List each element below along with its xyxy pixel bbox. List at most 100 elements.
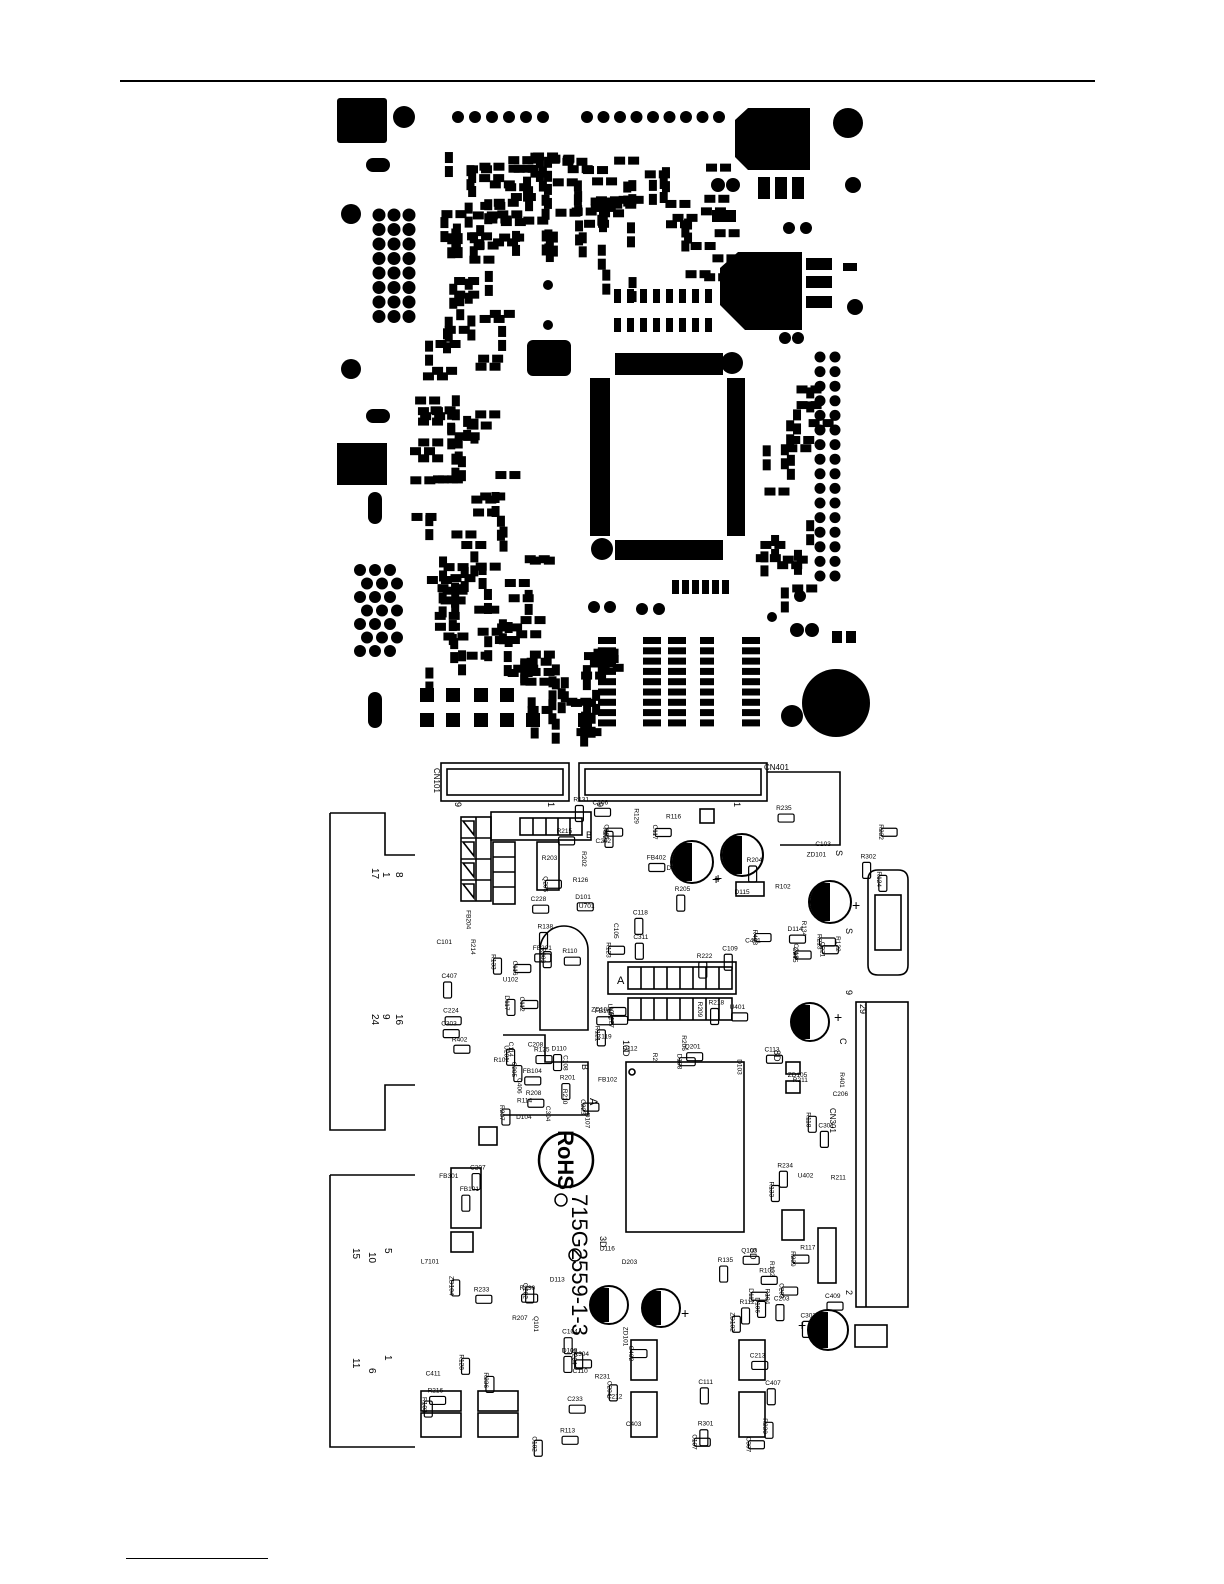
smd-pad (544, 156, 553, 168)
smd-outline (542, 951, 552, 969)
reference-designator: C103 (815, 841, 831, 848)
pad (742, 657, 760, 665)
smd-pad (808, 419, 820, 428)
footer-rule (126, 1558, 268, 1559)
smd-pad (469, 255, 481, 264)
reference-designator: R402 (452, 1036, 468, 1043)
reference-designator: C212 (607, 1394, 623, 1401)
pad (742, 709, 760, 717)
smd-outline (544, 879, 562, 889)
vga-hole (387, 252, 401, 265)
reference-designator: C401 (745, 937, 761, 944)
reference-designator: U402 (798, 1172, 814, 1179)
pad (643, 709, 661, 717)
smd-pad (822, 419, 834, 428)
smd-pad (576, 157, 588, 166)
smd-pad (483, 255, 495, 264)
smd-pad (493, 238, 505, 247)
smd-pad (792, 584, 804, 593)
smd-pad (603, 659, 615, 668)
pad (503, 111, 515, 123)
svg-text:+: + (681, 1305, 689, 1321)
pad (653, 289, 660, 303)
smd-pad (422, 372, 434, 381)
vga-hole (402, 237, 416, 251)
reference-designator: R205 (675, 886, 691, 893)
smd-pad (534, 616, 546, 625)
reference-designator: R202 (580, 851, 587, 867)
reference-designator: R222 (697, 953, 713, 960)
smd-pad (525, 186, 534, 198)
smd-outline (506, 998, 516, 1017)
mounting-hole (802, 669, 870, 737)
smd-pad (685, 270, 697, 279)
smd-pad (446, 475, 458, 484)
smd-pad (483, 602, 492, 614)
pad (700, 657, 714, 665)
pad (829, 482, 841, 494)
smd-pad (451, 467, 460, 479)
reference-designator: C228 (531, 896, 547, 903)
pin-label: 1 (732, 802, 742, 807)
smd-pad (452, 237, 461, 249)
smd-pad (581, 711, 590, 723)
smd-pad (509, 471, 521, 480)
smd-pad (493, 174, 505, 183)
smd-pad (454, 277, 466, 286)
pad (643, 657, 661, 665)
reference-designator: R218 (709, 999, 725, 1006)
pad (700, 719, 714, 727)
smd-pad (488, 605, 500, 614)
smd-pad (520, 660, 529, 672)
smd-outline (747, 1440, 766, 1450)
smd-pad (443, 632, 455, 641)
smd-pad (648, 193, 657, 205)
smd-pad (458, 325, 470, 334)
smd-pad (597, 661, 606, 673)
smd-pad (541, 244, 550, 256)
dvi-pin: 6 (366, 1368, 377, 1374)
reference-designator: R206 (680, 1035, 687, 1051)
smd-pad (538, 555, 550, 564)
dvi-hole (384, 618, 396, 630)
smd-pad (632, 195, 644, 204)
svg-text:+: + (714, 870, 722, 886)
smd-pad (764, 487, 776, 496)
vga-hole (402, 252, 416, 265)
smd-pad (714, 229, 726, 238)
smd-pad (468, 432, 480, 441)
smd-pad (786, 454, 795, 466)
smd-pad (454, 451, 463, 463)
smd-pad (464, 574, 476, 583)
pad (705, 318, 712, 332)
smd-pad (665, 199, 677, 208)
smd-pad (466, 179, 475, 191)
smd-pad (443, 563, 455, 572)
smd-pad (581, 671, 593, 680)
smd-pad (486, 211, 498, 220)
smd-pad (451, 590, 460, 602)
smd-outline (751, 1360, 769, 1371)
smd-outline (596, 1016, 614, 1026)
vga-hole (372, 310, 386, 323)
smd-pad (508, 636, 520, 645)
smd-outline (792, 1254, 810, 1264)
smd-pad (548, 676, 557, 688)
reference-designator: ZD105 (788, 1072, 808, 1079)
pad (647, 111, 659, 123)
smd-outline (453, 1044, 471, 1054)
smd-pad (644, 170, 656, 179)
reference-designator: R138 (538, 924, 554, 931)
smd-pad (679, 220, 691, 229)
marker: B (586, 830, 592, 840)
smd-pad (475, 362, 487, 371)
smd-pad (780, 601, 789, 613)
reference-designator: C110 (573, 1368, 588, 1375)
smd-pad (442, 586, 454, 595)
smd-outline (862, 861, 872, 879)
label-cn101: CN101 (432, 768, 441, 793)
smd-pad (578, 246, 587, 258)
smd-pad (607, 655, 619, 664)
reference-designator: R101 (493, 1057, 509, 1064)
smd-pad (480, 421, 492, 430)
